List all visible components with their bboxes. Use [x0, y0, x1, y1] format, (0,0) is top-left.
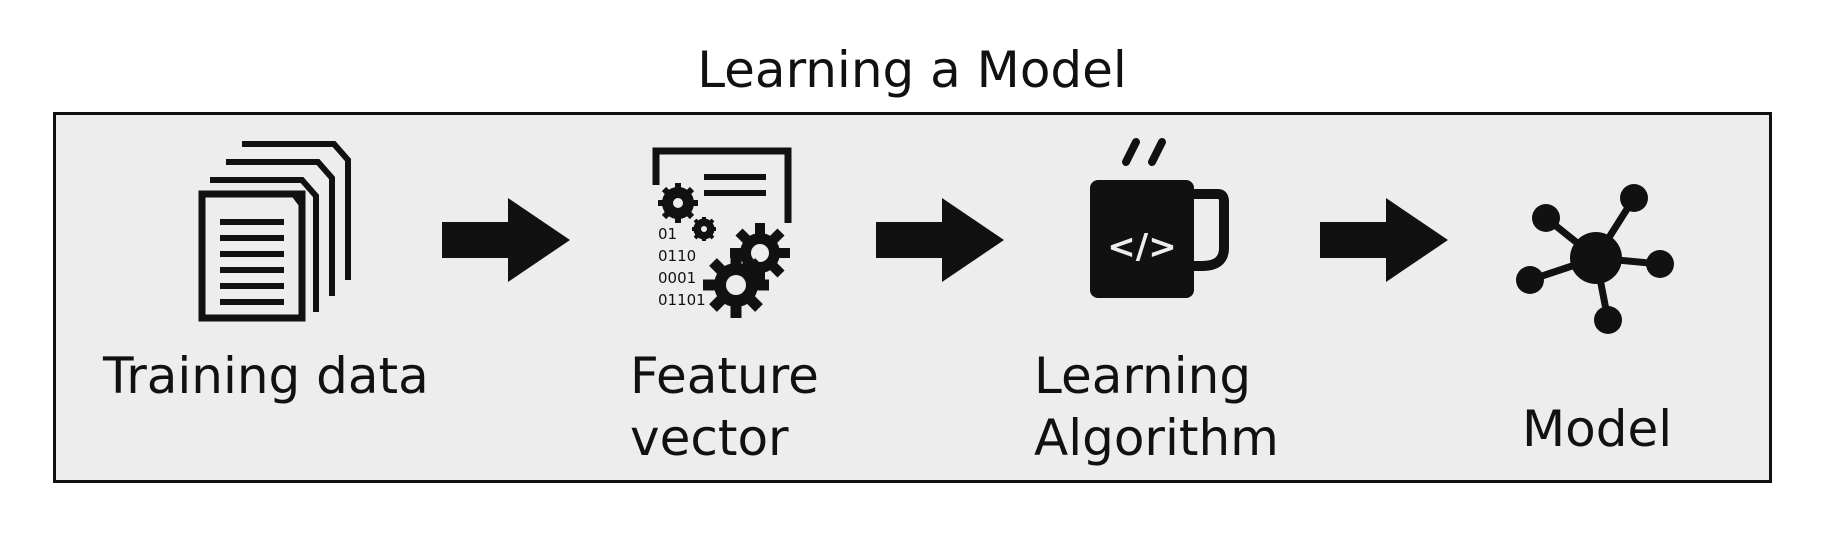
arrow-icon	[442, 198, 570, 282]
documents-icon	[198, 141, 351, 322]
stage-label-line: Feature	[630, 347, 819, 405]
arrow-icon	[1320, 198, 1448, 282]
binary-text: 0110	[658, 247, 696, 265]
code-mug-icon: </>	[1090, 138, 1229, 298]
feature-vector-icon: 01 0110 0001 01101	[652, 147, 792, 318]
stage-label-line: vector	[630, 409, 789, 467]
stage-label-line: Model	[1522, 400, 1673, 458]
code-text: </>	[1107, 227, 1176, 267]
diagram-panel	[53, 112, 1772, 483]
binary-text: 0001	[658, 269, 696, 287]
diagram-title: Learning a Model	[697, 41, 1127, 99]
binary-text: 01101	[658, 291, 706, 309]
network-node-icon	[1516, 184, 1674, 334]
stage-label-model: Model	[1522, 398, 1672, 460]
stage-label-line: Training data	[103, 347, 429, 405]
stage-label-training-data: Training data	[103, 345, 429, 407]
stage-label-learning-algorithm: Learning Algorithm	[1034, 345, 1279, 469]
stage-label-line: Algorithm	[1034, 409, 1279, 467]
binary-text: 01	[658, 225, 677, 243]
stage-label-feature-vector: Feature vector	[630, 345, 819, 469]
arrow-icon	[876, 198, 1004, 282]
stage-label-line: Learning	[1034, 347, 1252, 405]
